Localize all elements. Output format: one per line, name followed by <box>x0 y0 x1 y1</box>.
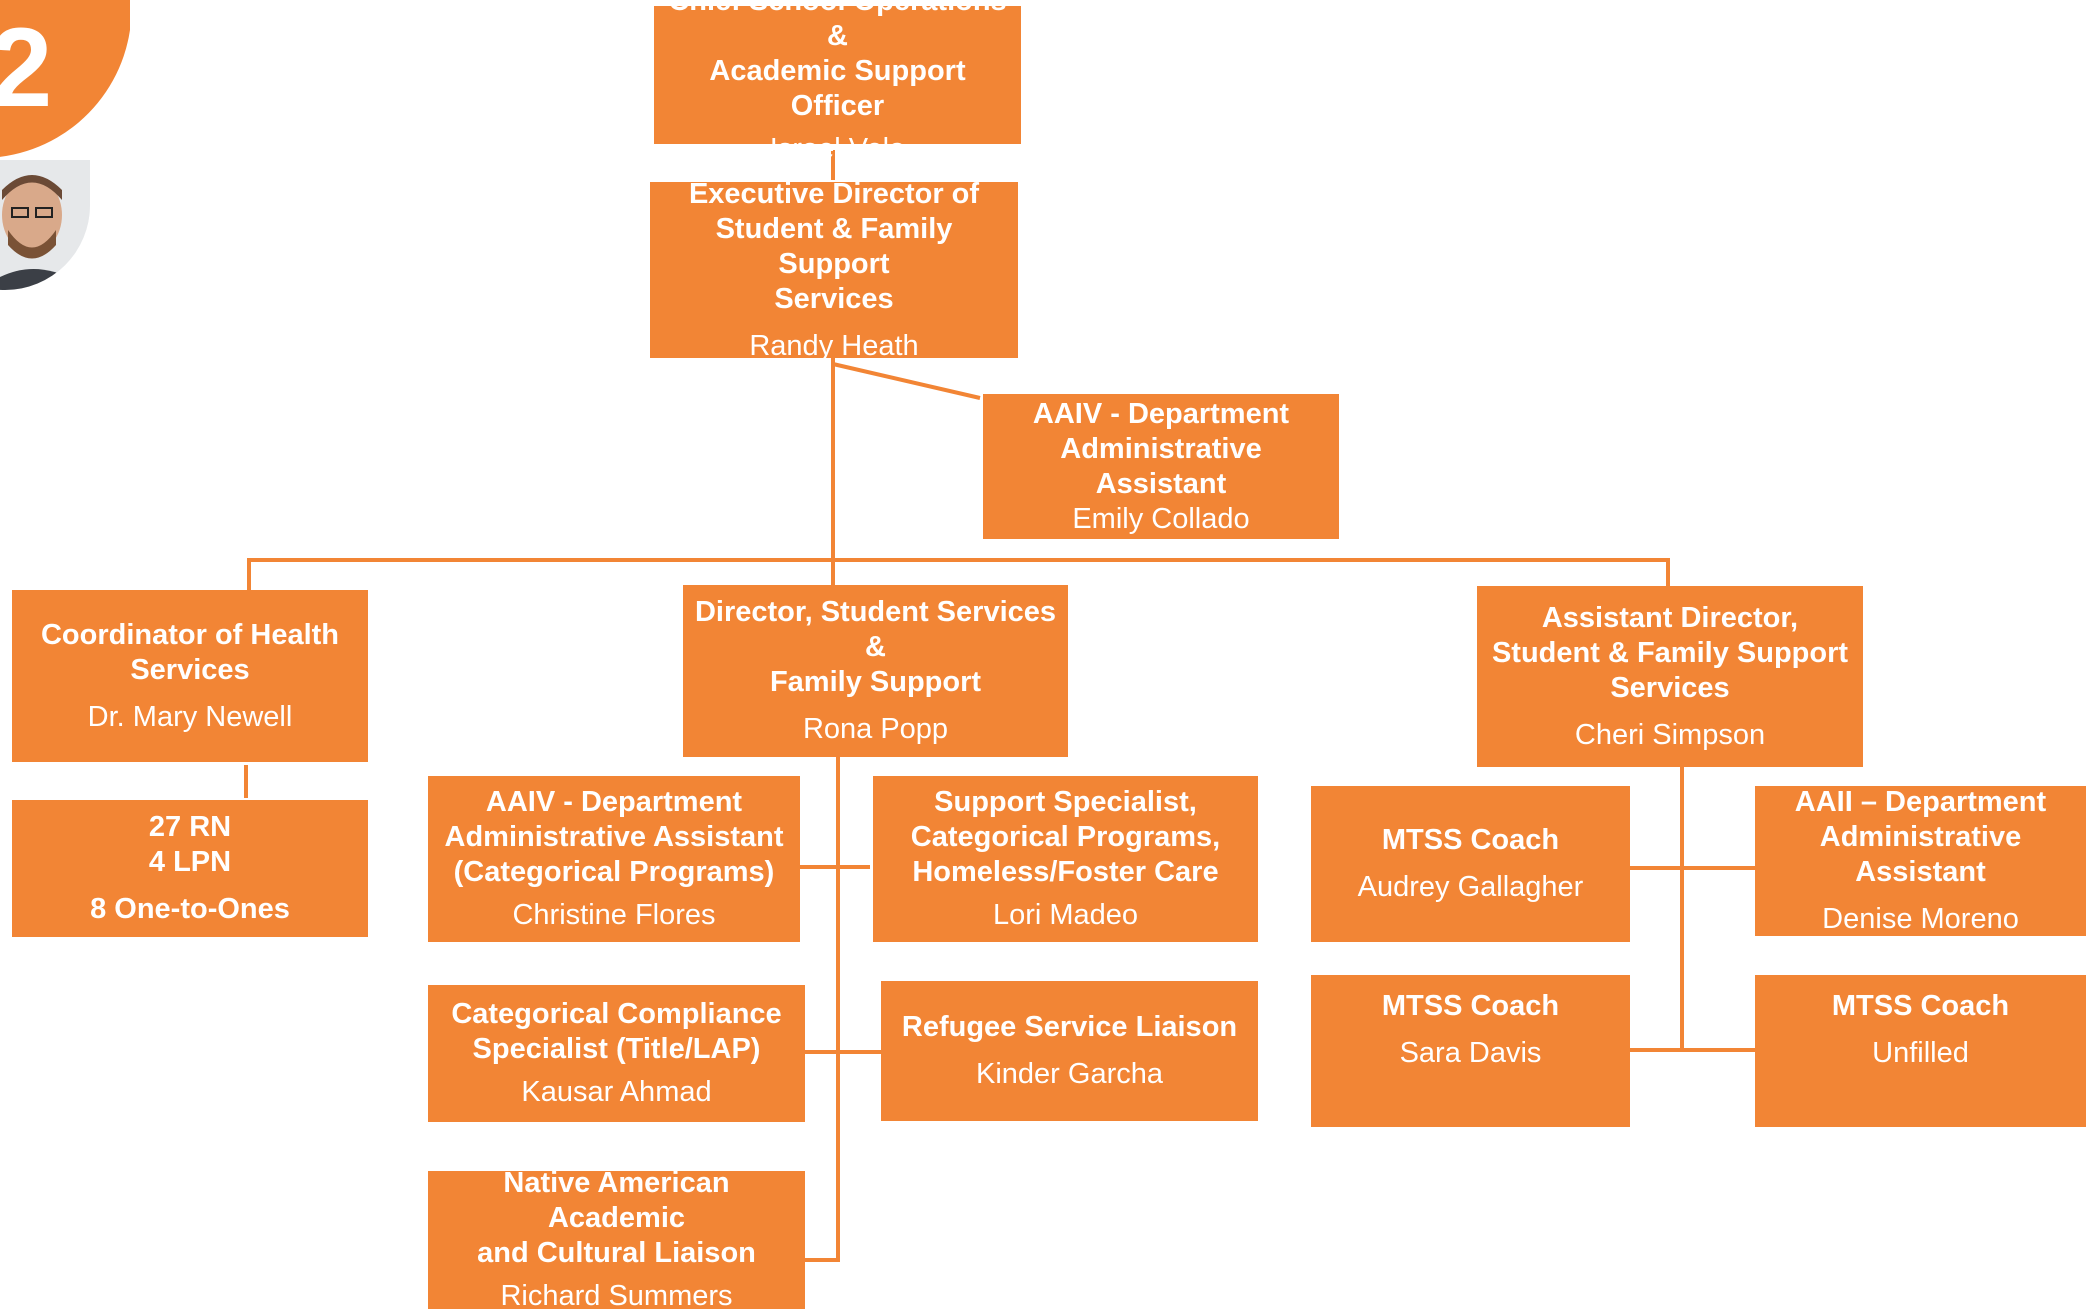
avatar <box>0 160 90 290</box>
support-specialist-box: Support Specialist, Categorical Programs… <box>873 776 1258 942</box>
assistant-director-box: Assistant Director, Student & Family Sup… <box>1477 586 1863 767</box>
badge-number: 2 <box>0 5 53 130</box>
box-title: Coordinator of Health Services <box>40 618 340 686</box>
box-title: Native American Academic and Cultural Li… <box>477 1167 756 1269</box>
box-name: Kausar Ahmad <box>521 1076 712 1108</box>
compliance-specialist-box: Categorical Compliance Specialist (Title… <box>428 985 805 1122</box>
chief-officer-box: Chief School Operations & Academic Suppo… <box>654 0 1021 165</box>
box-name: Emily Collado <box>1072 502 1250 535</box>
health-staff-box: 27 RN 4 LPN 8 One-to-Ones <box>12 800 368 937</box>
box-name: Christine Flores <box>512 899 716 931</box>
mtss-coach-davis-box: MTSS Coach Sara Davis <box>1311 975 1630 1127</box>
box-name: Cheri Simpson <box>1574 718 1766 751</box>
box-name: Randy Heath <box>749 329 919 362</box>
box-title: Executive Director of Student & Family S… <box>688 177 980 315</box>
box-title: AAIV - Department Administrative Assista… <box>444 786 784 888</box>
box-title: MTSS Coach <box>1381 824 1560 856</box>
box-name: Rona Popp <box>802 713 949 745</box>
health-coordinator-box: Coordinator of Health Services Dr. Mary … <box>12 590 368 762</box>
mtss-coach-gallagher-box: MTSS Coach Audrey Gallagher <box>1311 786 1630 942</box>
box-title: MTSS Coach <box>1831 990 2010 1022</box>
box-name: Audrey Gallagher <box>1357 871 1584 903</box>
box-title: Refugee Service Liaison <box>901 1011 1238 1043</box>
aaiv-categorical-assistant-box: AAIV - Department Administrative Assista… <box>428 776 800 942</box>
box-name: Sara Davis <box>1399 1037 1542 1069</box>
section-badge: 2 <box>0 0 140 300</box>
aaii-assistant-box: AAII – Department Administrative Assista… <box>1755 786 2086 936</box>
box-name: Israel Vela <box>769 132 906 165</box>
box-title: 27 RN 4 LPN <box>148 811 232 878</box>
box-name: Lori Madeo <box>992 899 1139 931</box>
box-title: Support Specialist, Categorical Programs… <box>910 786 1221 888</box>
box-title: Assistant Director, Student & Family Sup… <box>1491 601 1849 704</box>
box-title: Chief School Operations & Academic Suppo… <box>668 0 1007 122</box>
box-name: Unfilled <box>1872 1037 1969 1069</box>
box-name: Richard Summers <box>500 1280 733 1312</box>
box-name: Dr. Mary Newell <box>87 700 293 733</box>
executive-director-box: Executive Director of Student & Family S… <box>650 178 1018 362</box>
box-name: Denise Moreno <box>1822 903 2019 935</box>
box-subtitle: 8 One-to-Ones <box>90 893 290 925</box>
box-title: MTSS Coach <box>1381 990 1560 1022</box>
mtss-coach-unfilled-box: MTSS Coach Unfilled <box>1755 975 2086 1127</box>
native-american-liaison-box: Native American Academic and Cultural Li… <box>428 1167 805 1312</box>
box-name: Kinder Garcha <box>976 1058 1163 1090</box>
box-title: Categorical Compliance Specialist (Title… <box>451 998 782 1065</box>
director-box: Director, Student Services & Family Supp… <box>683 585 1068 757</box>
refugee-liaison-box: Refugee Service Liaison Kinder Garcha <box>881 981 1258 1121</box>
aaiv-executive-assistant-box: AAIV - Department Administrative Assista… <box>983 394 1339 539</box>
box-title: AAII – Department Administrative Assista… <box>1794 786 2047 888</box>
box-title: AAIV - Department Administrative Assista… <box>1032 397 1290 500</box>
box-title: Director, Student Services & Family Supp… <box>694 596 1057 698</box>
person-photo-icon <box>0 160 90 290</box>
